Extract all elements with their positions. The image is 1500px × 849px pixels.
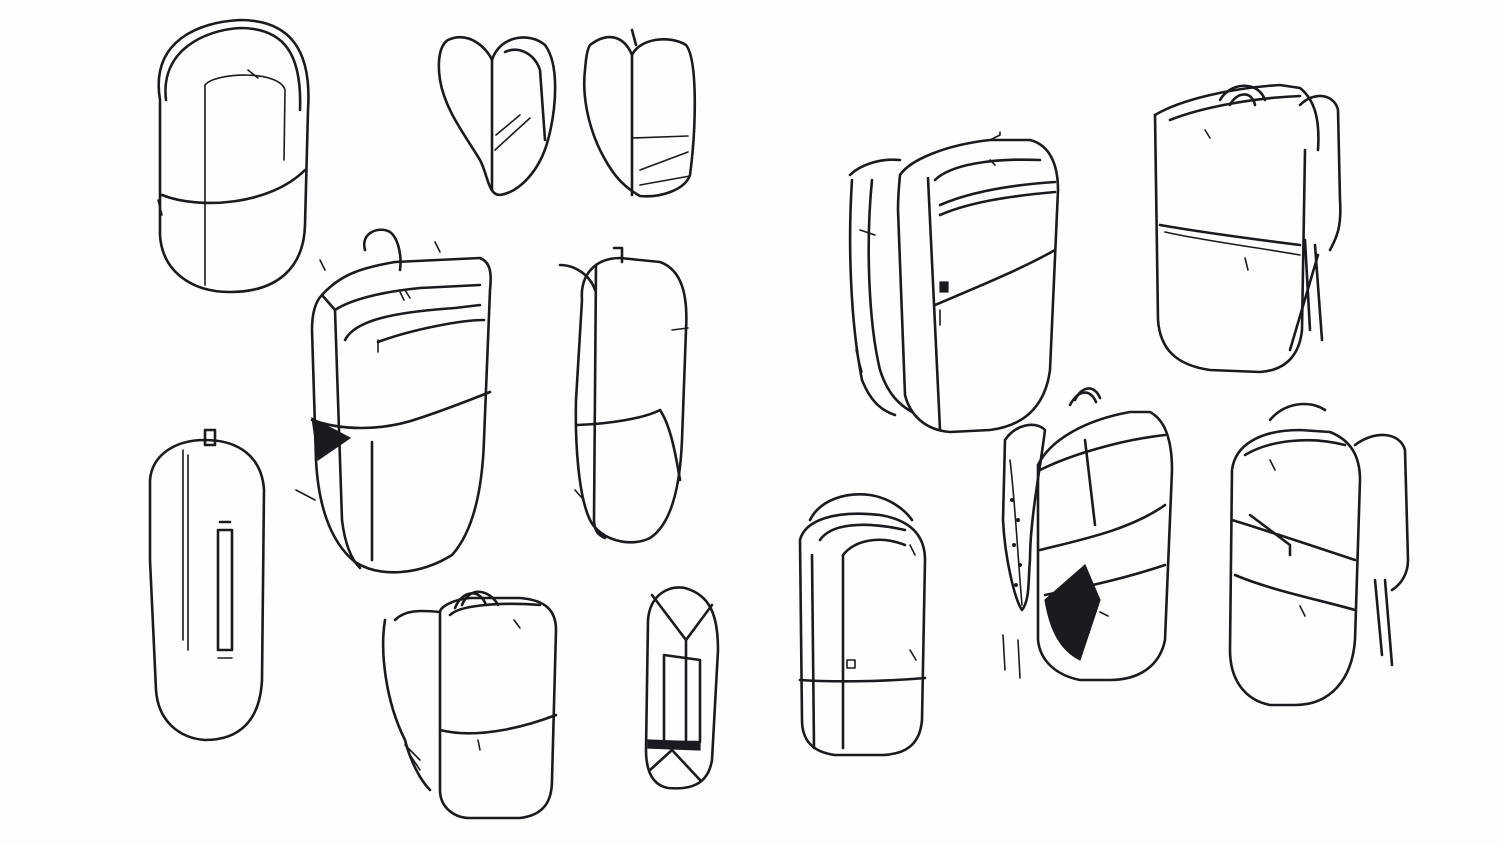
backpack-three-quarter-bottom-left (381, 590, 558, 820)
backpack-three-quarter-top-right (1153, 83, 1342, 374)
backpack-front-bottom-center (798, 493, 927, 757)
backpack-three-quarter-large-right (848, 131, 1060, 434)
backpack-mesh-pocket-right (1001, 387, 1174, 682)
backpack-side-strap-1 (437, 36, 557, 197)
backpack-side-strap-2 (582, 28, 697, 198)
backpack-back-view-left (148, 428, 266, 742)
backpack-side-bottom-strap (644, 586, 720, 790)
backpack-front-tall-left (157, 18, 310, 294)
backpack-side-profile-center (558, 246, 689, 544)
backpack-three-quarter-center (295, 228, 492, 574)
backpack-front-pocket-right (1228, 402, 1410, 707)
